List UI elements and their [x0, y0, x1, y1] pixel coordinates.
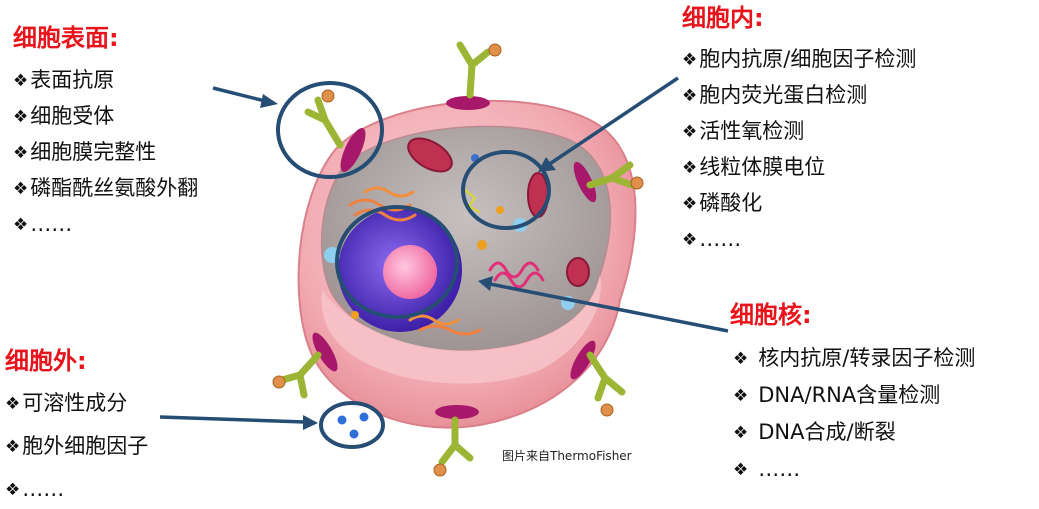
list-item: ❖DNA合成/断裂 [733, 420, 896, 444]
bullet-icon: ❖ [682, 194, 698, 214]
receptors [278, 41, 636, 466]
arrow-extracellular [159, 415, 306, 424]
bullet-icon: ❖ [733, 460, 749, 480]
bullet-icon: ❖ [13, 143, 29, 163]
list-item: ❖…… [733, 457, 801, 481]
nucleus-list: ❖核内抗原/转录因子检测 ❖DNA/RNA含量检测 ❖DNA合成/断裂 ❖…… [733, 348, 975, 496]
bullet-icon: ❖ [5, 437, 21, 457]
list-item: ❖线粒体膜电位 [682, 155, 826, 179]
list-item: ❖…… [5, 477, 65, 501]
bullet-icon: ❖ [13, 215, 29, 235]
extracellular-list: ❖可溶性成分 ❖胞外细胞因子 ❖…… [5, 393, 148, 509]
nucleus-shape [338, 208, 462, 332]
bullet-icon: ❖ [733, 423, 749, 443]
bullet-icon: ❖ [5, 394, 21, 414]
arrow-nucleus [489, 282, 729, 333]
list-item: ❖磷酸化 [682, 191, 763, 215]
list-item: ❖胞内荧光蛋白检测 [682, 83, 868, 107]
list-item: ❖可溶性成分 [5, 391, 128, 415]
list-item: ❖胞外细胞因子 [5, 434, 149, 458]
arrow-surface-head [260, 94, 278, 108]
intracellular-list: ❖胞内抗原/细胞因子检测 ❖胞内荧光蛋白检测 ❖活性氧检测 ❖线粒体膜电位 ❖磷… [682, 49, 916, 265]
bullet-icon: ❖ [733, 386, 749, 406]
image-credit: 图片来自ThermoFisher [502, 449, 632, 463]
bullet-icon: ❖ [13, 107, 29, 127]
highlight-circles [276, 81, 551, 319]
bullet-icon: ❖ [733, 349, 749, 369]
surface-heading: 细胞表面: [13, 24, 119, 52]
bullet-icon: ❖ [682, 122, 698, 142]
list-item: ❖…… [682, 227, 742, 251]
arrow-intracellular [547, 76, 679, 167]
intracellular-heading: 细胞内: [682, 4, 764, 32]
list-item: ❖…… [13, 212, 73, 236]
bullet-icon: ❖ [682, 86, 698, 106]
list-item: ❖胞内抗原/细胞因子检测 [682, 47, 917, 71]
extracellular-particles [319, 401, 385, 449]
bullet-icon: ❖ [13, 71, 29, 91]
ligands [272, 43, 644, 477]
bullet-icon: ❖ [13, 179, 29, 199]
bullet-icon: ❖ [5, 480, 21, 500]
arrow-surface [212, 86, 266, 103]
extracellular-heading: 细胞外: [5, 347, 87, 375]
bullet-icon: ❖ [682, 158, 698, 178]
list-item: ❖DNA/RNA含量检测 [733, 383, 941, 407]
list-item: ❖磷酯酰丝氨酸外翻 [13, 176, 199, 200]
bullet-icon: ❖ [682, 50, 698, 70]
surface-list: ❖表面抗原 ❖细胞受体 ❖细胞膜完整性 ❖磷酯酰丝氨酸外翻 ❖…… [13, 70, 198, 250]
arrows [159, 76, 729, 430]
arrow-extracellular-head [303, 415, 318, 430]
list-item: ❖细胞膜完整性 [13, 140, 157, 164]
list-item: ❖核内抗原/转录因子检测 [733, 346, 976, 370]
membrane-proteins [312, 96, 597, 419]
bullet-icon: ❖ [682, 230, 698, 250]
list-item: ❖活性氧检测 [682, 119, 805, 143]
arrow-intracellular-head [538, 157, 556, 172]
list-item: ❖细胞受体 [13, 104, 115, 128]
arrow-nucleus-head [478, 276, 493, 291]
nucleus-heading: 细胞核: [730, 301, 812, 329]
list-item: ❖表面抗原 [13, 68, 115, 92]
